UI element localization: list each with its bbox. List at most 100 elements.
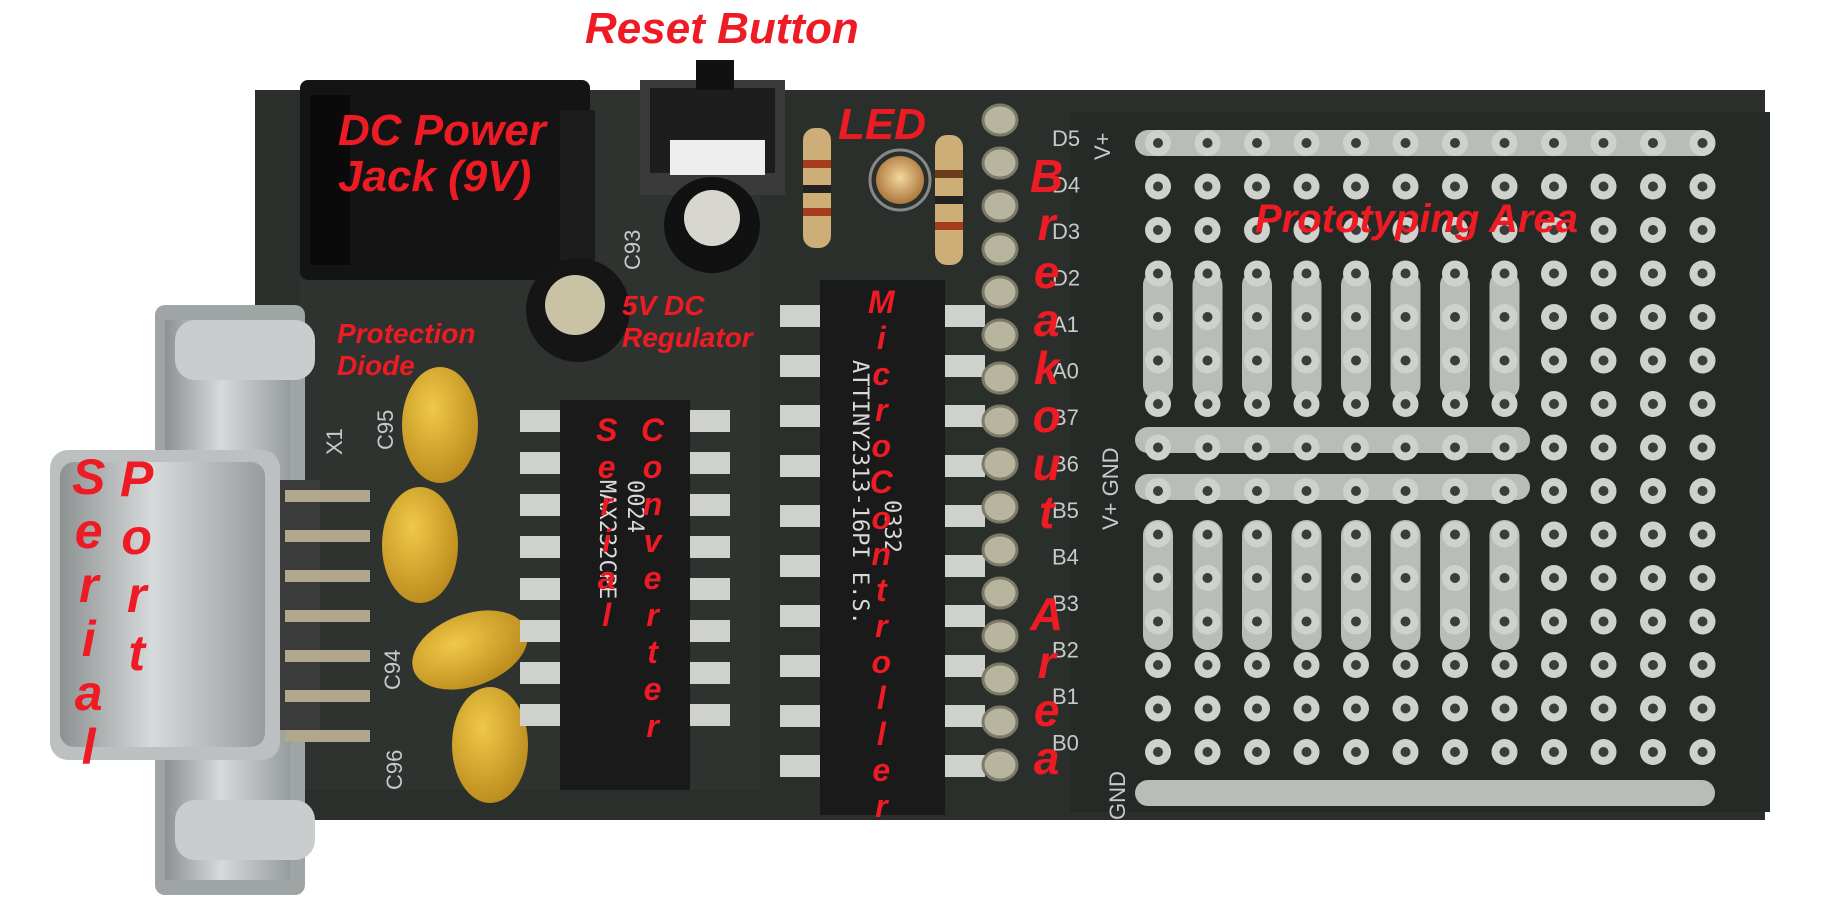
label-letter: l xyxy=(602,597,612,633)
pad-hole xyxy=(1598,399,1609,409)
dc-power-jack-label-line2: Jack (9V) xyxy=(338,152,532,201)
pad-hole xyxy=(1549,616,1559,627)
label-letter: A xyxy=(1030,588,1064,640)
x1-text: X1 xyxy=(322,428,347,455)
pad-hole xyxy=(1351,573,1361,583)
pad-hole xyxy=(1648,486,1658,496)
pad-hole xyxy=(1697,181,1708,192)
pad-hole xyxy=(1450,355,1460,366)
label-letter: v xyxy=(643,523,662,559)
pad-hole xyxy=(1598,703,1609,714)
pad-hole xyxy=(1301,138,1312,148)
pad-hole xyxy=(1351,225,1361,235)
pad-hole xyxy=(1450,747,1460,757)
pad-hole xyxy=(1549,312,1559,322)
pad-hole xyxy=(1648,268,1658,279)
pad-hole xyxy=(1400,529,1411,540)
pad-hole xyxy=(1450,703,1460,714)
pad-hole xyxy=(1400,181,1411,192)
pad-hole xyxy=(1153,181,1163,192)
mcu-code-text: 0332 xyxy=(879,500,904,553)
pad-hole xyxy=(1450,660,1460,670)
label-letter: t xyxy=(647,634,658,670)
pad-hole xyxy=(1400,660,1411,670)
bus-strip xyxy=(1135,474,1530,500)
pad-hole xyxy=(1648,703,1658,714)
pad-hole xyxy=(1499,399,1510,409)
pad-hole xyxy=(1598,529,1609,540)
pad-hole xyxy=(1499,486,1510,496)
pad-hole xyxy=(1450,268,1460,279)
label-letter: P xyxy=(120,451,154,507)
pad-hole xyxy=(1549,355,1559,366)
pad-hole xyxy=(1549,703,1559,714)
breakout-header-pads xyxy=(981,103,1019,782)
pad-hole xyxy=(1549,399,1559,409)
pad-hole xyxy=(1648,660,1658,670)
pad-hole xyxy=(1351,616,1361,627)
pad-hole xyxy=(1351,355,1361,366)
vertical-strip xyxy=(1440,270,1470,400)
protection-diode-label-line2: Diode xyxy=(337,350,415,381)
pad-hole xyxy=(1549,442,1559,453)
pad-hole xyxy=(1598,225,1609,235)
pad-hole xyxy=(1549,747,1559,757)
prototyping-grid xyxy=(1135,130,1716,806)
pad-hole xyxy=(1549,529,1559,540)
resistors xyxy=(803,128,963,265)
pad-hole xyxy=(1549,660,1559,670)
breakout-pin-label: D2 xyxy=(1052,266,1080,291)
pad-hole xyxy=(1153,616,1163,627)
pad-hole xyxy=(1153,355,1163,366)
pad-hole xyxy=(1153,225,1163,235)
dc-power-jack xyxy=(300,80,595,280)
pad-hole xyxy=(1202,399,1213,409)
regulator-label-line2: Regulator xyxy=(622,322,753,353)
label-letter: C xyxy=(641,412,665,448)
label-letter: a xyxy=(597,560,616,596)
pad-hole xyxy=(1648,573,1658,583)
pad-hole xyxy=(1499,747,1510,757)
pad-hole xyxy=(1648,355,1658,366)
pad-hole xyxy=(1252,616,1262,627)
pad-hole xyxy=(1648,225,1658,235)
pad-hole xyxy=(1648,181,1658,192)
pad-hole xyxy=(1697,660,1708,670)
breakout-pin-label: D3 xyxy=(1052,219,1080,244)
c96-text: C96 xyxy=(382,750,407,790)
pad-hole xyxy=(1301,660,1312,670)
pad-hole xyxy=(1153,138,1163,148)
pad-hole xyxy=(1697,616,1708,627)
pad-hole xyxy=(1351,138,1361,148)
pad-hole xyxy=(1598,486,1609,496)
pad-hole xyxy=(1301,399,1312,409)
vertical-strip xyxy=(1192,270,1223,400)
pad-hole xyxy=(1400,399,1411,409)
label-letter: S xyxy=(596,412,618,448)
pad-hole xyxy=(1252,268,1262,279)
protection-diode-label-line1: Protection xyxy=(337,318,476,349)
pad-hole xyxy=(1499,225,1510,235)
pad-hole xyxy=(1450,442,1460,453)
pad-hole xyxy=(1153,529,1163,540)
vertical-strip xyxy=(1341,270,1371,400)
label-letter: c xyxy=(872,356,891,392)
reset-button-component xyxy=(640,60,785,195)
pad-hole xyxy=(1252,181,1262,192)
label-letter: S xyxy=(72,449,106,505)
label-letter: e xyxy=(643,560,662,596)
vertical-strip xyxy=(1291,270,1322,400)
pad-hole xyxy=(1598,138,1609,148)
pad-hole xyxy=(1153,312,1163,322)
pad-hole xyxy=(1400,355,1411,366)
pad-hole xyxy=(1499,573,1510,583)
label-letter: B xyxy=(1030,150,1064,202)
ic-markings: ATTINY2313-16PI E.S. 0332 MAX232CPE 0024 xyxy=(594,360,904,625)
breakout-pin-label: B4 xyxy=(1052,545,1079,570)
label-letter: i xyxy=(602,523,612,559)
pad-hole xyxy=(1648,442,1658,453)
